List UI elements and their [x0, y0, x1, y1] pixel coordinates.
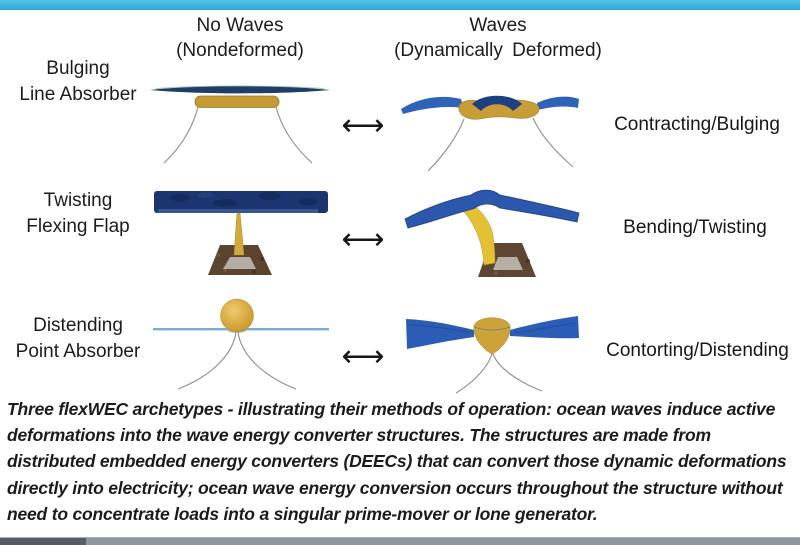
- water-slab: [154, 191, 328, 213]
- figure-line-absorber-deformed: [401, 95, 579, 172]
- buoy-distended: [473, 317, 511, 355]
- header-no-waves-line1: No Waves: [196, 15, 284, 36]
- top-accent-bar: [0, 0, 800, 10]
- double-arrow-icon: ⟷: [341, 222, 385, 257]
- row1-label-line1: Bulging: [46, 58, 110, 79]
- water-slab-edge: [158, 209, 318, 213]
- row2-label-line2: Flexing Flap: [26, 216, 130, 237]
- water-ribbon-right: [510, 316, 579, 339]
- water-surface: [150, 85, 330, 94]
- figure-caption: Three flexWEC archetypes - illustrating …: [7, 396, 800, 527]
- row-label-twisting-flexing-flap: Twisting Flexing Flap: [2, 188, 154, 240]
- water-ribbon-right: [537, 96, 579, 110]
- waterline-across-buoy: [473, 326, 511, 331]
- caption-line: need to concentrate loads into a singula…: [7, 503, 598, 524]
- column-header-no-waves: No Waves (Nondeformed): [120, 13, 360, 63]
- gold-tube: [194, 95, 280, 108]
- water-highlight: [155, 85, 325, 90]
- figure-point-absorber-nondeformed: [153, 298, 329, 390]
- row-label-bulging-line-absorber: Bulging Line Absorber: [2, 56, 154, 108]
- horizontal-scrollbar[interactable]: [0, 537, 800, 545]
- figure-flexing-flap-nondeformed: [154, 191, 328, 275]
- caption-line: directly into electricity; ocean wave en…: [7, 477, 783, 498]
- mooring-line-right: [275, 106, 313, 164]
- caption-line: distributed embedded energy converters (…: [7, 451, 787, 472]
- base-pad-center: [493, 257, 523, 270]
- water-ribbon-left: [406, 319, 474, 349]
- motion-label-bending-twisting: Bending/Twisting: [623, 217, 767, 238]
- base-pad-center: [223, 257, 256, 269]
- mooring-line-left: [177, 331, 237, 390]
- header-waves-line2: (Dynamically Deformed): [394, 40, 602, 61]
- scrollbar-thumb[interactable]: [0, 538, 86, 545]
- row2-label-line1: Twisting: [43, 190, 113, 211]
- water-ribbon: [404, 189, 580, 229]
- row3-label-line1: Distending: [33, 315, 123, 336]
- row1-label-line2: Line Absorber: [19, 84, 137, 105]
- figure-flexing-flap-deformed: [404, 189, 580, 277]
- column-header-waves: Waves (Dynamically Deformed): [377, 13, 619, 63]
- water-ribbon-crest: [472, 95, 522, 111]
- mooring-line-right: [237, 331, 297, 390]
- figure-point-absorber-deformed: [406, 316, 579, 394]
- double-arrow-icon: ⟷: [341, 339, 385, 374]
- double-arrow-icon: ⟷: [341, 108, 385, 143]
- water-ribbon-left: [401, 96, 464, 114]
- mooring-line-left: [163, 106, 199, 164]
- mooring-line-right: [532, 117, 574, 168]
- motion-label-contracting-bulging: Contracting/Bulging: [614, 114, 780, 135]
- row-label-distending-point-absorber: Distending Point Absorber: [2, 313, 154, 365]
- buoy-sphere: [220, 298, 254, 333]
- figure-line-absorber-nondeformed: [150, 85, 330, 164]
- caption-line: Three flexWEC archetypes - illustrating …: [7, 399, 776, 419]
- row3-label-line2: Point Absorber: [15, 341, 141, 362]
- flap-blade: [233, 212, 245, 256]
- flap-blade-bent: [457, 202, 496, 266]
- header-waves-line1: Waves: [469, 15, 527, 36]
- motion-label-contorting-distending: Contorting/Distending: [606, 340, 789, 361]
- header-no-waves-line2: (Nondeformed): [176, 40, 304, 61]
- mooring-line-left: [455, 353, 493, 394]
- caption-line: deformations into the wave energy conver…: [7, 425, 711, 446]
- mooring-line-right: [492, 353, 543, 392]
- mooring-line-left: [427, 118, 465, 172]
